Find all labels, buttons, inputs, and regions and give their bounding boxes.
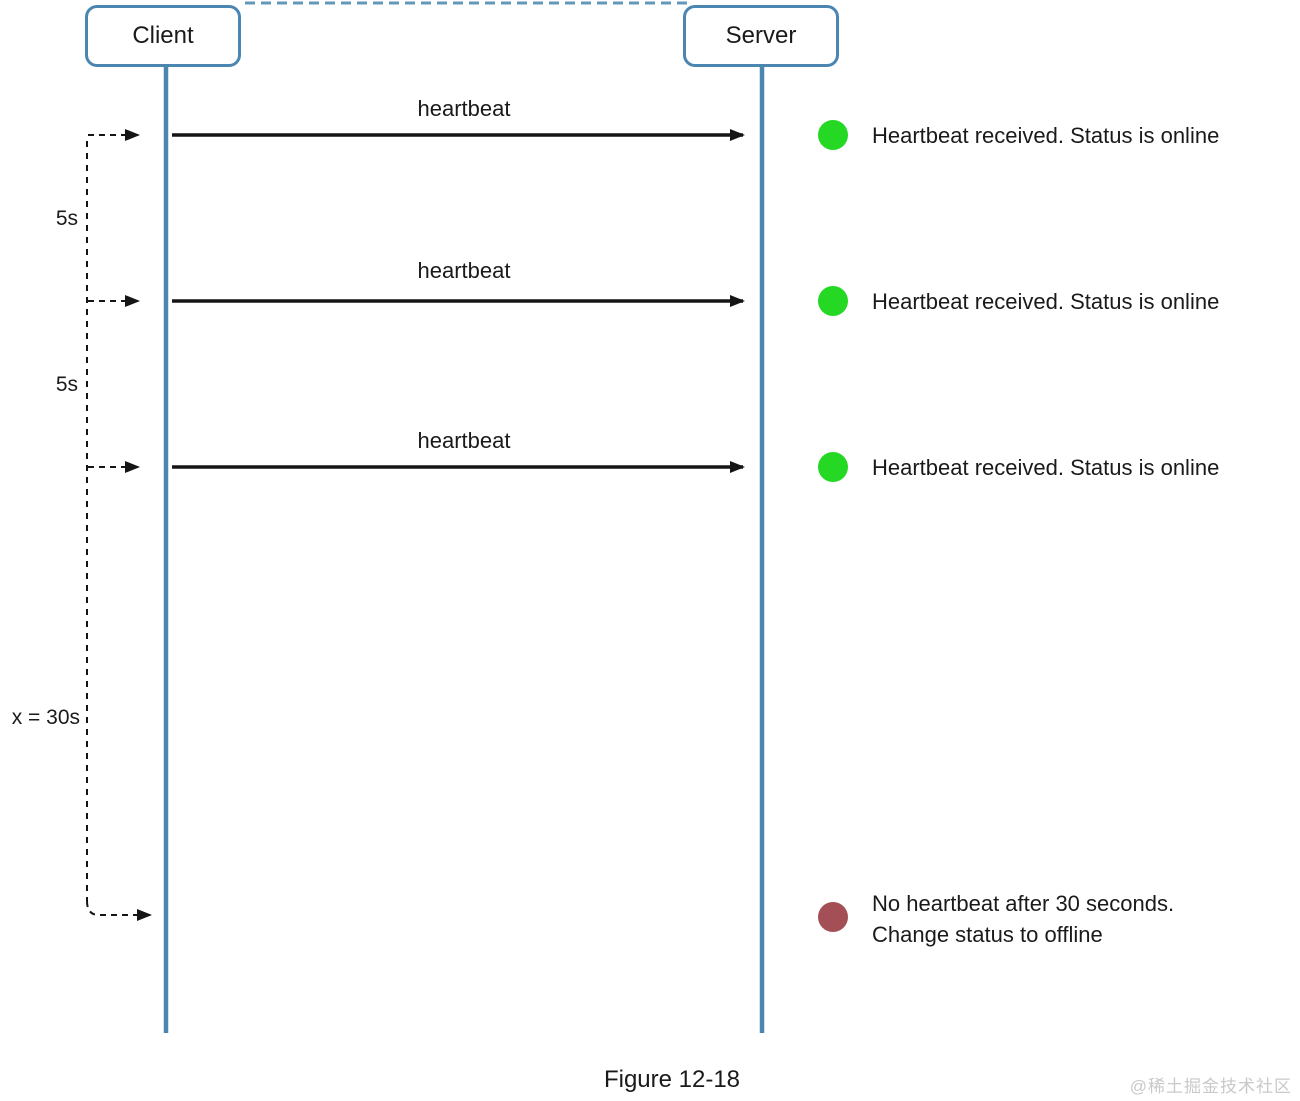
status-offline-dot (818, 902, 848, 932)
message-label-heartbeat-3: heartbeat (417, 428, 511, 453)
status-online-dot-1 (818, 120, 848, 150)
status-text-offline-line2: Change status to offline (872, 922, 1103, 947)
figure-caption: Figure 12-18 (603, 1066, 741, 1093)
actor-label-server: Server (725, 22, 797, 49)
status-text-online-2: Heartbeat received. Status is online (872, 289, 1220, 314)
status-text-offline-line1: No heartbeat after 30 seconds. (872, 891, 1175, 916)
message-label-heartbeat-1: heartbeat (417, 96, 511, 121)
status-text-online-1: Heartbeat received. Status is online (872, 123, 1220, 148)
status-online-dot-2 (818, 286, 848, 316)
status-text-offline: No heartbeat after 30 seconds. Change st… (872, 888, 1174, 950)
interval-tick-arrow-timeout (86, 900, 152, 921)
watermark-text: @稀土掘金技术社区 (1129, 1077, 1292, 1096)
interval-label-x-30s: x = 30s (11, 706, 80, 729)
status-online-dot-3 (818, 452, 848, 482)
interval-label-5s-1: 5s (55, 207, 78, 230)
message-label-heartbeat-2: heartbeat (417, 258, 511, 283)
interval-label-5s-2: 5s (55, 373, 78, 396)
status-text-online-3: Heartbeat received. Status is online (872, 455, 1220, 480)
actor-label-client: Client (132, 22, 194, 49)
actor-box-client: Client (85, 5, 241, 67)
actor-box-server: Server (683, 5, 839, 67)
